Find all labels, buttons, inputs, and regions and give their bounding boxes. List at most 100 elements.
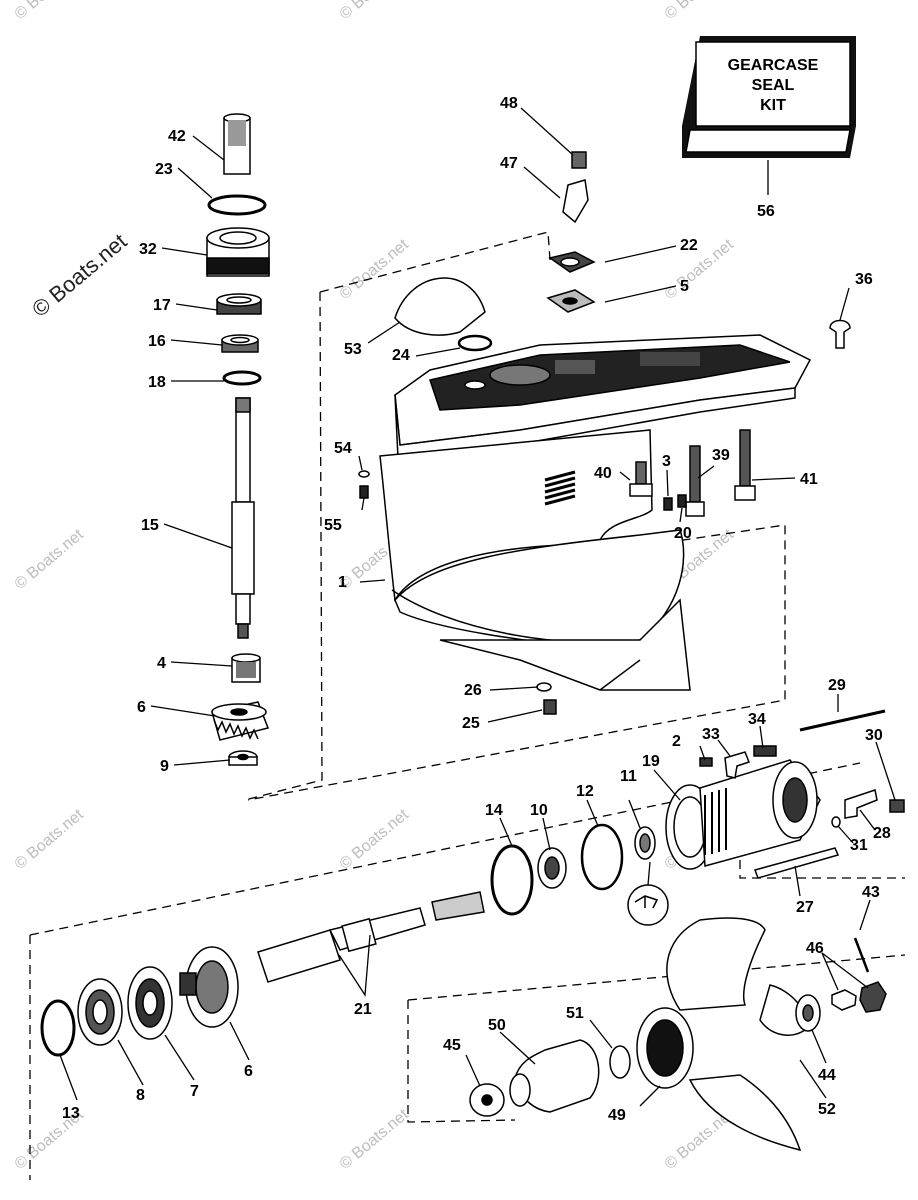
watermark: © Boats.net (12, 526, 88, 593)
seal-kit-box: GEARCASE SEAL KIT (682, 36, 856, 158)
watermark: © Boats.net (12, 806, 88, 873)
bolt-41 (734, 485, 756, 501)
rod-29 (799, 709, 886, 732)
callout-48: 48 (500, 95, 518, 112)
kit-label-line2: SEAL (752, 77, 795, 94)
watermark-large: © Boats.net (27, 229, 131, 322)
callout-31: 31 (850, 837, 868, 854)
retaining-ring-13 (40, 999, 76, 1057)
callout-30: 30 (865, 727, 883, 744)
callout-16: 16 (148, 333, 166, 350)
pin-3 (663, 497, 673, 511)
callout-24: 24 (392, 347, 410, 364)
washer-54 (358, 470, 370, 478)
callout-11: 11 (620, 768, 637, 785)
o-ring-24 (457, 334, 493, 352)
watermark: © Boats.net (662, 0, 738, 23)
washer-31 (831, 816, 841, 828)
callout-36: 36 (855, 271, 873, 288)
pin-20 (677, 494, 687, 508)
callout-55: 55 (324, 517, 342, 534)
callout-56: 56 (757, 203, 775, 220)
callout-44: 44 (818, 1067, 836, 1084)
callout-47: 47 (500, 155, 518, 172)
callout-42: 42 (168, 128, 186, 145)
callout-40: 40 (594, 465, 612, 482)
callout-8: 8 (136, 1087, 145, 1104)
bolt-39 (685, 501, 705, 517)
screw-25 (543, 699, 557, 715)
bolt-40 (629, 483, 653, 497)
callout-3: 3 (662, 453, 671, 470)
pin-27 (754, 847, 840, 879)
leader-lines (59, 107, 896, 1107)
callout-34: 34 (748, 711, 766, 728)
washer-26 (536, 682, 552, 692)
callout-18: 18 (148, 374, 166, 391)
callout-45: 45 (443, 1037, 461, 1054)
callout-9: 9 (160, 758, 169, 775)
hub-kit-50 (514, 1039, 600, 1113)
plug-36 (829, 319, 851, 349)
callout-1: 1 (338, 574, 347, 591)
callout-10: 10 (530, 802, 548, 819)
kit-label-line1: GEARCASE (728, 57, 819, 74)
bolt-34 (753, 745, 777, 757)
callout-26: 26 (464, 682, 482, 699)
callout-33: 33 (702, 726, 720, 743)
callout-53: 53 (344, 341, 362, 358)
bracket-33 (724, 751, 750, 779)
callout-32: 32 (139, 241, 157, 258)
o-ring-12 (580, 823, 624, 891)
callout-6: 6 (137, 699, 146, 716)
o-ring-23 (207, 194, 267, 216)
callout-12: 12 (576, 783, 594, 800)
callout-5: 5 (680, 278, 689, 295)
callout-17: 17 (153, 297, 171, 314)
screw-30 (889, 799, 905, 813)
callout-20: 20 (674, 525, 692, 542)
driveshaft-15 (235, 397, 251, 503)
seal-detail-icon (627, 884, 669, 926)
shim-18 (222, 370, 262, 386)
screw-55 (359, 485, 369, 499)
callout-15: 15 (141, 517, 159, 534)
callout-23: 23 (155, 161, 173, 178)
spacer-51 (609, 1045, 631, 1079)
ring-14 (490, 844, 534, 916)
callout-39: 39 (712, 447, 730, 464)
callout-54: 54 (334, 440, 352, 457)
callout-27: 27 (796, 899, 814, 916)
grommet-48 (571, 151, 587, 169)
callout-52: 52 (818, 1101, 836, 1118)
callout-41: 41 (800, 471, 818, 488)
callout-21: 21 (354, 1001, 372, 1018)
callout-25: 25 (462, 715, 480, 732)
screw-2 (699, 757, 713, 767)
watermark: © Boats.net (12, 0, 88, 23)
callout-numbers: 42 23 32 17 16 18 15 4 6 9 48 47 22 5 53… (62, 95, 891, 1124)
callout-43: 43 (862, 884, 880, 901)
watermark: © Boats.net (337, 236, 413, 303)
callout-4: 4 (157, 655, 166, 672)
callout-28: 28 (873, 825, 891, 842)
callout-14: 14 (485, 802, 503, 819)
callout-51: 51 (566, 1005, 584, 1022)
driveshaft-stack (206, 113, 270, 766)
callout-50: 50 (488, 1017, 506, 1034)
callout-19: 19 (642, 753, 660, 770)
callout-22: 22 (680, 237, 698, 254)
gearcase-housing-1 (379, 334, 812, 691)
watermark: © Boats.net (662, 236, 738, 303)
propeller-shaft-21 (257, 929, 341, 983)
nut-46 (831, 989, 857, 1011)
callout-46: 46 (806, 940, 824, 957)
callout-29: 29 (828, 677, 846, 694)
callout-6-forward: 6 (244, 1063, 253, 1080)
water-tube-47 (562, 179, 589, 224)
cover-53 (394, 277, 486, 336)
callout-49: 49 (608, 1107, 626, 1124)
callout-7: 7 (190, 1083, 199, 1100)
